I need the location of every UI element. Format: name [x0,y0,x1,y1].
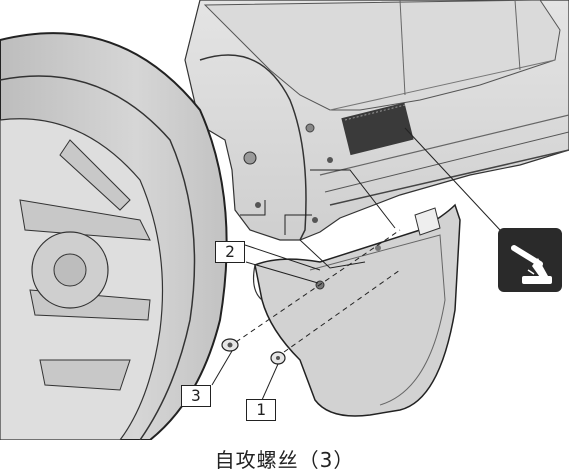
assembly-guide-lines [235,169,401,353]
mudguard-installation-illustration [0,0,569,440]
callout-1: 1 [246,399,276,421]
clip-fastener [270,351,286,365]
tire-and-wheel [0,32,228,440]
self-tapping-screw [221,338,239,352]
mounting-hole [312,217,318,223]
callout-leaders [211,127,501,401]
callout-3: 3 [181,385,211,407]
mounting-hole [243,151,257,165]
mounting-hole [305,123,315,133]
caption-self-tapping-screw: 自攻螺丝（3） [214,448,355,472]
mounting-hole [255,202,261,208]
mudguard [252,203,461,417]
callout-2: 2 [215,241,245,263]
car-body-panel [184,0,569,241]
mounting-hole [327,157,333,163]
grease-brush-icon [498,228,562,292]
grease-area [341,102,414,156]
